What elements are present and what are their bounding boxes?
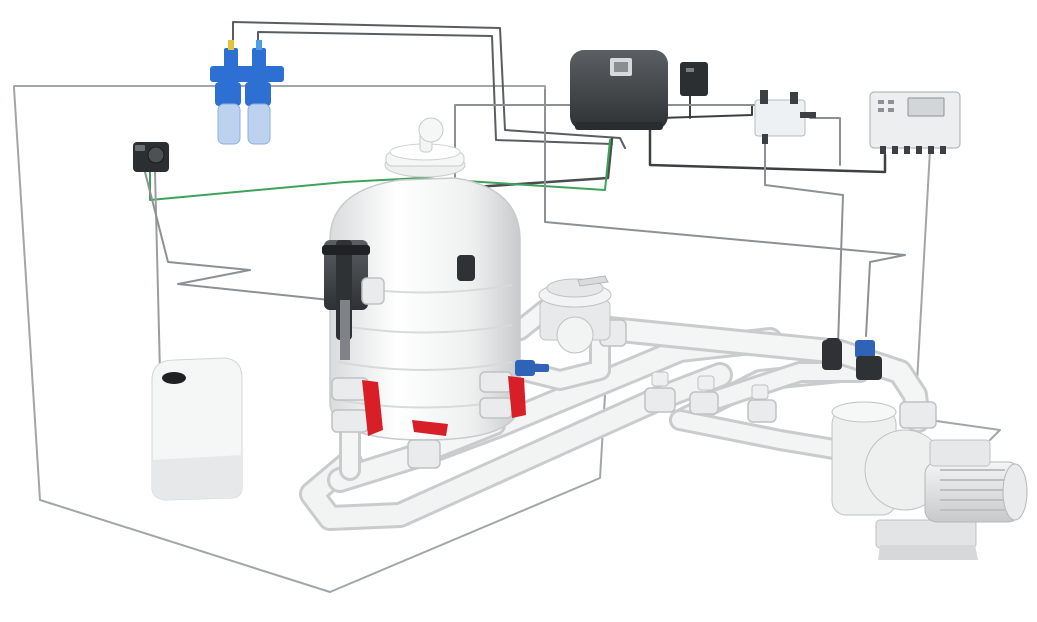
- chemical-tank: [151, 357, 243, 501]
- chemical-tank-cap: [162, 372, 186, 384]
- dosing-controller: [570, 50, 668, 130]
- pipe-probe-black: [826, 338, 840, 370]
- pump-terminal-box: [929, 439, 991, 467]
- cable-dosing-filter: [144, 171, 331, 301]
- cable-dosing-tank: [154, 171, 161, 373]
- cable-holder-probe1: [764, 139, 844, 346]
- cable-panel-pump: [914, 149, 1001, 441]
- cable-top-loop: [232, 21, 626, 149]
- sand-filter-knob: [418, 117, 444, 143]
- control-panel: [869, 91, 961, 154]
- wiring-cables: [13, 21, 1001, 593]
- ball-valves-red: [362, 376, 526, 436]
- cable-probe-panel: [809, 117, 841, 166]
- probe-clamp: [457, 255, 475, 281]
- cable-holder-probe2: [544, 89, 906, 337]
- pump-base: [875, 519, 977, 549]
- probe-holder: [754, 90, 816, 144]
- sand-filter: [329, 117, 521, 441]
- dosing-pump: [133, 142, 169, 172]
- cable-outer-loop: [13, 85, 606, 593]
- multiport-valve: [538, 275, 612, 354]
- cartridge-filters: [210, 40, 284, 145]
- valve-red-bottom: [412, 420, 448, 436]
- pipe-unions: [331, 277, 937, 469]
- valve-red-left: [362, 380, 383, 436]
- sand-filter-body: [329, 177, 521, 441]
- power-adapter: [680, 62, 708, 96]
- circulation-pump: [831, 401, 1028, 560]
- cable-controller-holder: [648, 128, 887, 174]
- flow-probe-left: [322, 240, 370, 360]
- valve-red-right: [508, 376, 526, 418]
- manifold-valve-handles: [651, 371, 769, 400]
- cable-controller-holder-2: [659, 104, 753, 119]
- cable-top-loop-2: [257, 31, 613, 145]
